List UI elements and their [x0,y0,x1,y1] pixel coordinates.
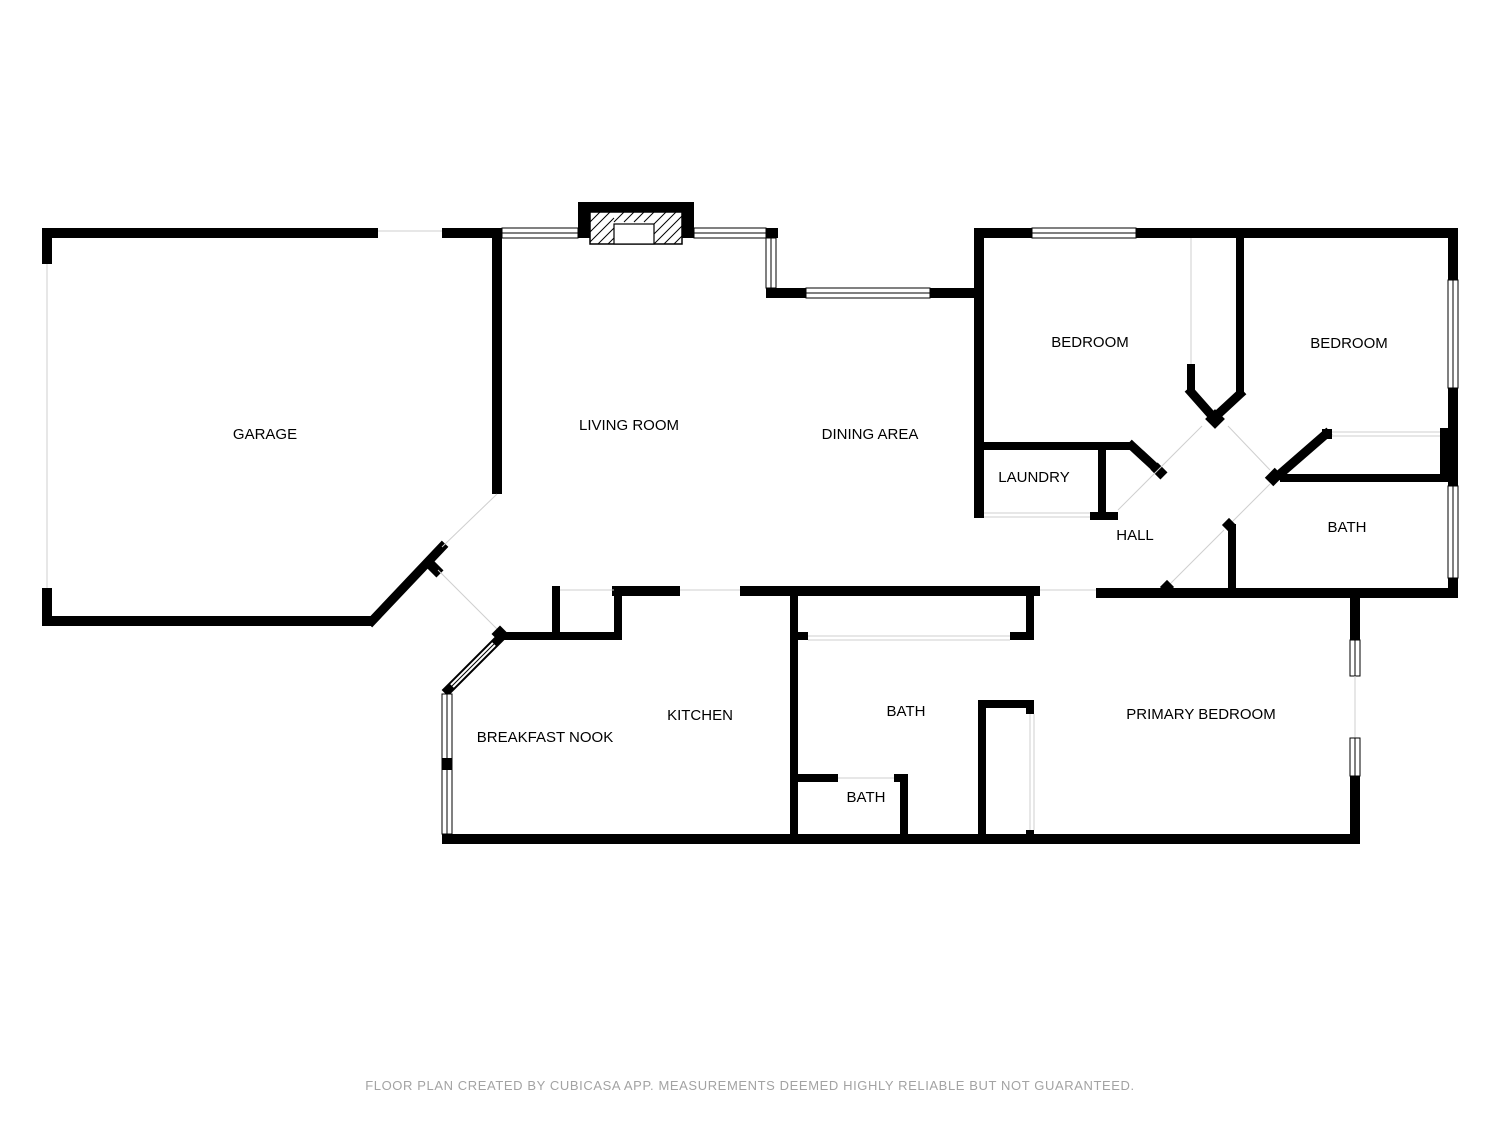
footer-disclaimer: FLOOR PLAN CREATED BY CUBICASA APP. MEAS… [365,1078,1135,1093]
fireplace-icon [578,202,694,245]
room-label-bath-right: BATH [1328,519,1367,536]
room-label-primary-bedroom: PRIMARY BEDROOM [1126,706,1275,723]
room-label-dining-area: DINING AREA [822,426,919,443]
room-label-breakfast-nook: BREAKFAST NOOK [477,729,613,746]
living-dining-walls [501,227,980,299]
room-label-kitchen: KITCHEN [667,707,733,724]
room-label-bedroom-1: BEDROOM [1051,334,1129,351]
room-label-bath-center: BATH [887,703,926,720]
room-label-bath-small: BATH [847,789,886,806]
room-label-hall: HALL [1116,527,1154,544]
room-label-garage: GARAGE [233,426,297,443]
room-label-bedroom-2: BEDROOM [1310,335,1388,352]
room-label-laundry: LAUNDRY [998,469,1069,486]
room-label-living-room: LIVING ROOM [579,417,679,434]
bedroom-walls [974,227,1459,598]
garage-walls [42,228,502,628]
primary-suite-walls [790,592,1361,844]
